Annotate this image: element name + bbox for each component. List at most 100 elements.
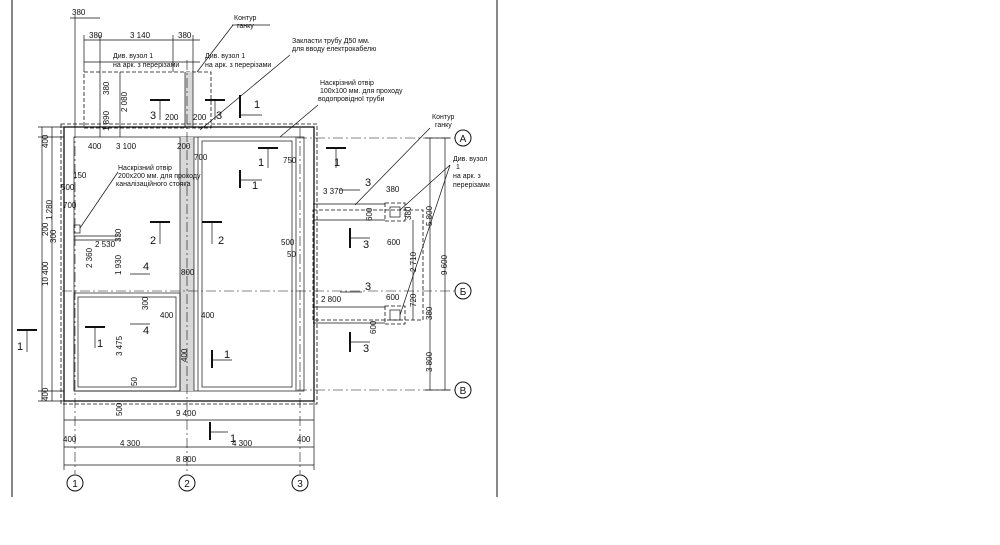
svg-text:1: 1 (224, 349, 230, 361)
column-box-top (384, 202, 406, 222)
svg-text:2: 2 (218, 235, 224, 247)
section-marker-1-left: 1 (17, 329, 37, 353)
dim-500-c: 500 (115, 402, 124, 416)
dim-3370: 3 370 (323, 187, 344, 196)
section-marker-3-right-bottom: 3 (349, 332, 370, 355)
porch-wall-hatch (185, 72, 193, 128)
dim-10400: 10 400 (41, 261, 50, 286)
svg-text:1: 1 (97, 338, 103, 350)
note-div-vuzol-right-4: перерізами (453, 181, 490, 189)
dim-400-c: 400 (160, 311, 174, 320)
dim-1930: 1 930 (114, 254, 123, 275)
dim-2080: 2 080 (120, 91, 129, 112)
dim-50-b: 50 (130, 377, 139, 386)
dim-380-f: 380 (425, 306, 434, 320)
note-div-vuzol-right-2: 1 (456, 164, 460, 171)
dim-200-c: 200 (177, 142, 191, 151)
section-marker-1-bottom: 1 (209, 422, 236, 445)
note-kontur-right-1: Контур (432, 114, 455, 121)
dim-720: 720 (409, 293, 418, 307)
svg-text:1: 1 (254, 99, 260, 111)
dim-9400: 9 400 (176, 409, 197, 418)
dim-700-b: 700 (63, 201, 77, 210)
dim-400-e: 400 (180, 348, 189, 362)
leader-kontur-right (354, 127, 431, 206)
dim-400-d: 400 (201, 311, 215, 320)
dim-9600: 9 600 (440, 254, 449, 275)
dim-380-d: 380 (386, 185, 400, 194)
section-marker-4-top: 4 (130, 261, 150, 275)
note-naskriznyi-100-2: 100х100 мм. для проходу (320, 88, 403, 95)
svg-text:1: 1 (252, 180, 258, 192)
note-div-vuzol-mid-1: Див. вузол 1 (205, 53, 245, 60)
dim-500-a: 500 (61, 183, 75, 192)
note-div-vuzol-left-2: на арк. з перерізами (113, 61, 179, 69)
dim-600-a: 600 (365, 207, 374, 221)
dim-2360: 2 360 (85, 247, 94, 268)
porch-contour-right (312, 209, 424, 321)
axis-bubble-1 (66, 474, 84, 492)
dim-600-d: 600 (369, 320, 378, 334)
dim-400-g: 400 (63, 435, 77, 444)
dim-1890: 1 890 (102, 110, 111, 131)
section-marker-3-top-right: 3 (205, 99, 225, 122)
dim-400-b: 400 (88, 142, 102, 151)
note-kontur-top-1: Контур (234, 15, 257, 22)
dim-3100: 3 100 (116, 142, 137, 151)
section-marker-1-lower-left: 1 (85, 326, 105, 350)
dim-380-e: 380 (404, 206, 413, 220)
note-zaklasty-2: для вводу електрокабелю (292, 45, 376, 53)
note-naskriznyi-200-3: каналізаційного стояка (116, 180, 191, 188)
svg-text:2: 2 (150, 235, 156, 247)
note-naskriznyi-100-3: водопровідної труби (318, 95, 385, 103)
axis-label-3: 3 (297, 479, 303, 490)
leader-div-vuzol-right-2 (399, 164, 451, 316)
dim-200-b: 200 (193, 113, 207, 122)
foundation-contour (60, 123, 318, 405)
axis-bubble-3 (291, 474, 309, 492)
dim-380-b: 380 (89, 31, 103, 40)
axis-label-B: Б (460, 287, 467, 298)
dim-400-h: 400 (297, 435, 311, 444)
section-marker-1-room-c: 1 (239, 170, 262, 192)
leader-div-vuzol-right-1 (399, 164, 451, 211)
axis-label-1: 1 (72, 479, 78, 490)
dim-3140: 3 140 (130, 31, 151, 40)
note-div-vuzol-left-1: Див. вузол 1 (113, 53, 153, 60)
note-div-vuzol-mid-2: на арк. з перерізами (205, 61, 271, 69)
svg-text:4: 4 (143, 325, 149, 337)
note-div-vuzol-right-1: Див. вузол (453, 156, 487, 163)
axis-bubble-2 (178, 474, 196, 492)
dim-200-a: 200 (165, 113, 179, 122)
dim-380-c: 380 (178, 31, 192, 40)
dim-300-b: 300 (141, 296, 150, 310)
dim-3475: 3 475 (115, 335, 124, 356)
dim-2530: 2 530 (95, 240, 116, 249)
section-marker-3-porch: 3 (340, 177, 371, 191)
dim-1280: 1 280 (45, 199, 54, 220)
dim-800-a: 800 (181, 268, 195, 277)
dim-3800: 3 800 (425, 351, 434, 372)
svg-text:4: 4 (143, 261, 149, 273)
leader-naskriznyi-100 (279, 104, 319, 138)
note-naskriznyi-200-2: 200х200 мм. для проходу (118, 173, 201, 180)
dim-300-a: 300 (49, 229, 58, 243)
axis-label-V: В (460, 386, 467, 397)
room-lower-left (73, 292, 181, 392)
svg-text:3: 3 (150, 110, 156, 122)
section-marker-2-left: 2 (150, 221, 170, 247)
note-kontur-right-2: ганку (435, 122, 452, 129)
note-div-vuzol-right-3: на арк. з (453, 173, 481, 180)
section-marker-1-room-b: 1 (326, 147, 346, 169)
dim-500-b: 500 (281, 238, 295, 247)
room-right (201, 140, 293, 388)
leader-naskriznyi-200 (79, 171, 119, 229)
axis-label-A: А (460, 134, 467, 145)
dim-700-a: 700 (194, 153, 208, 162)
axis-label-2: 2 (184, 479, 190, 490)
dim-600-c: 600 (386, 293, 400, 302)
axis-bubble-V (454, 381, 472, 399)
section-marker-3-right-top: 3 (349, 228, 370, 251)
svg-text:1: 1 (230, 433, 236, 445)
section-marker-1-lower-right: 1 (211, 349, 232, 368)
